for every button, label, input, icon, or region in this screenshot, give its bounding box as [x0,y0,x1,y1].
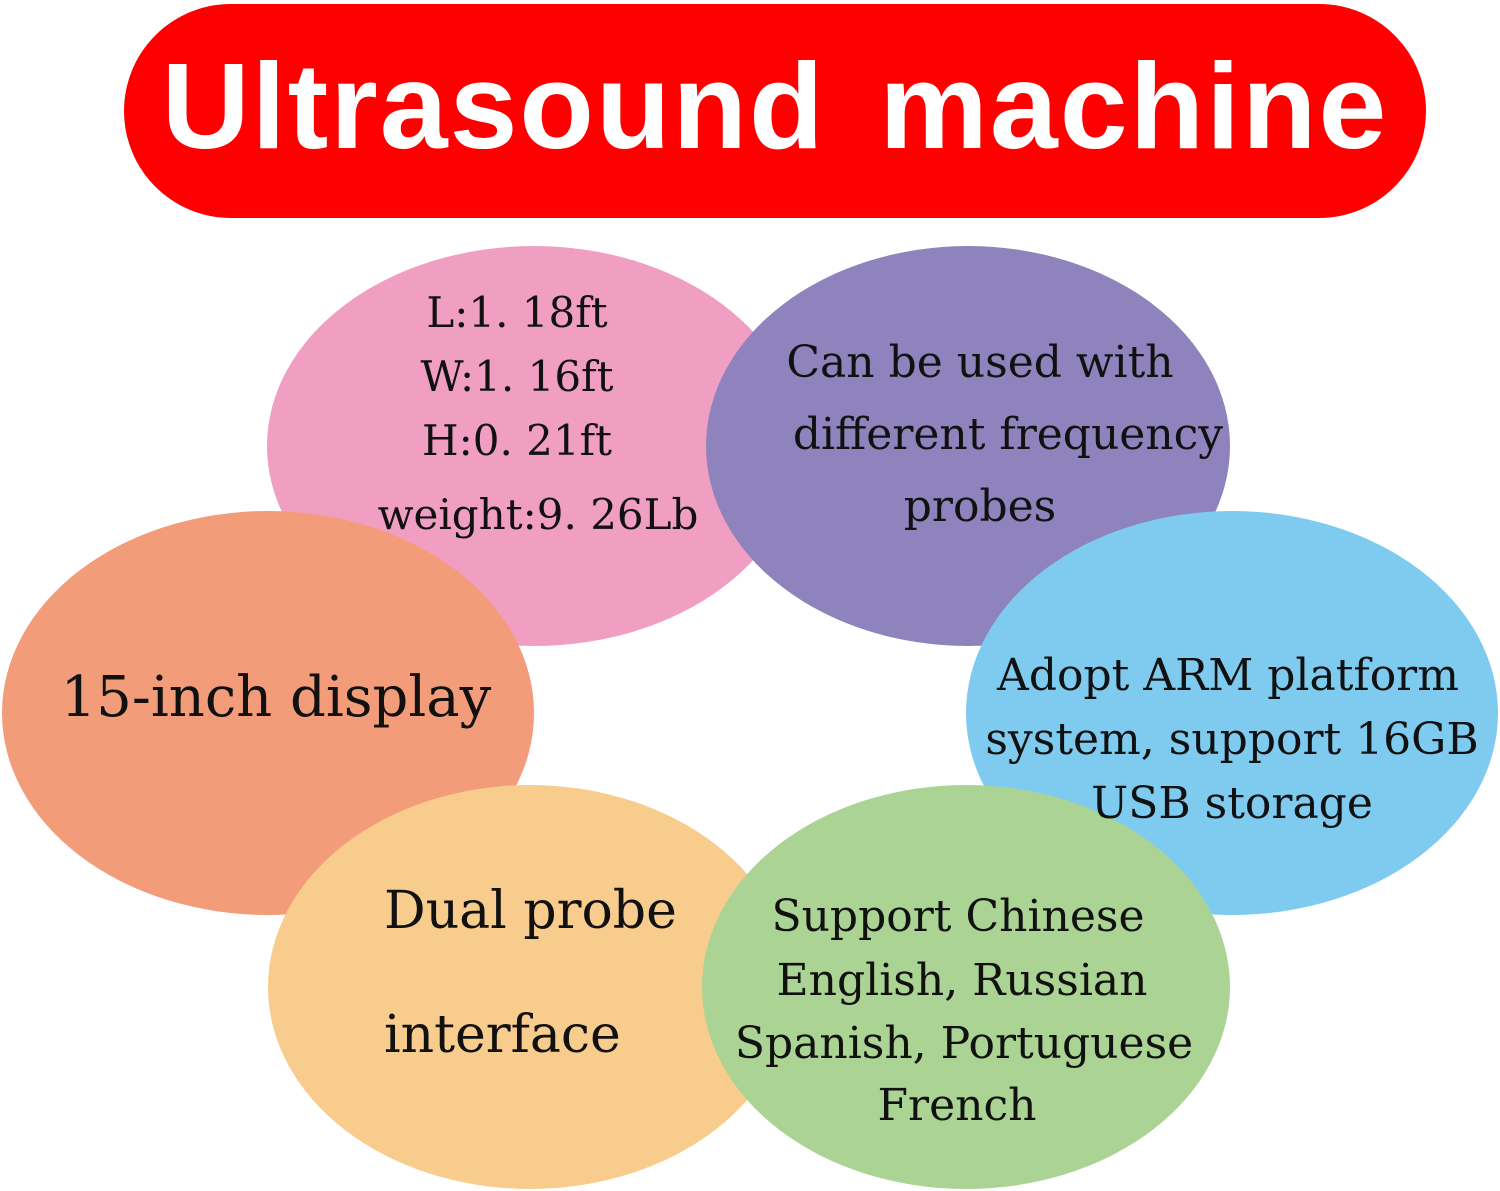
title-banner: Ultrasound machine [124,4,1426,218]
dimension-width: W:1. 16ft [421,352,614,401]
storage-line-2: system, support 16GB [985,714,1478,765]
languages-line-4: French [878,1080,1037,1131]
languages-text: Support Chinese English, Russian Spanish… [735,891,1193,1131]
display-line-1: 15-inch display [61,665,492,730]
dimensions-text: L:1. 18ft W:1. 16ft H:0. 21ft weight:9. … [378,288,699,539]
storage-line-3: USB storage [1091,778,1373,829]
interface-line-1: Dual probe [384,881,677,941]
page-title: Ultrasound machine [161,38,1389,174]
storage-text: Adopt ARM platform system, support 16GB … [985,650,1478,829]
feature-ellipse-interface [268,785,792,1189]
probes-line-1: Can be used with [786,337,1173,388]
dimension-length: L:1. 18ft [426,288,607,337]
languages-line-2: English, Russian [777,955,1148,1006]
probes-text: Can be used with different frequency pro… [786,337,1223,532]
dimension-weight: weight:9. 26Lb [378,490,699,539]
languages-line-1: Support Chinese [771,891,1144,942]
languages-line-3: Spanish, Portuguese [735,1018,1193,1069]
storage-line-1: Adopt ARM platform [996,650,1459,701]
probes-line-3: probes [904,481,1056,532]
interface-line-2: interface [384,1005,621,1065]
dimension-height: H:0. 21ft [422,416,612,465]
display-text: 15-inch display [61,665,492,730]
probes-line-2: different frequency [793,409,1223,460]
feature-ellipse-languages [702,785,1230,1189]
interface-text: Dual probe interface [384,881,677,1065]
